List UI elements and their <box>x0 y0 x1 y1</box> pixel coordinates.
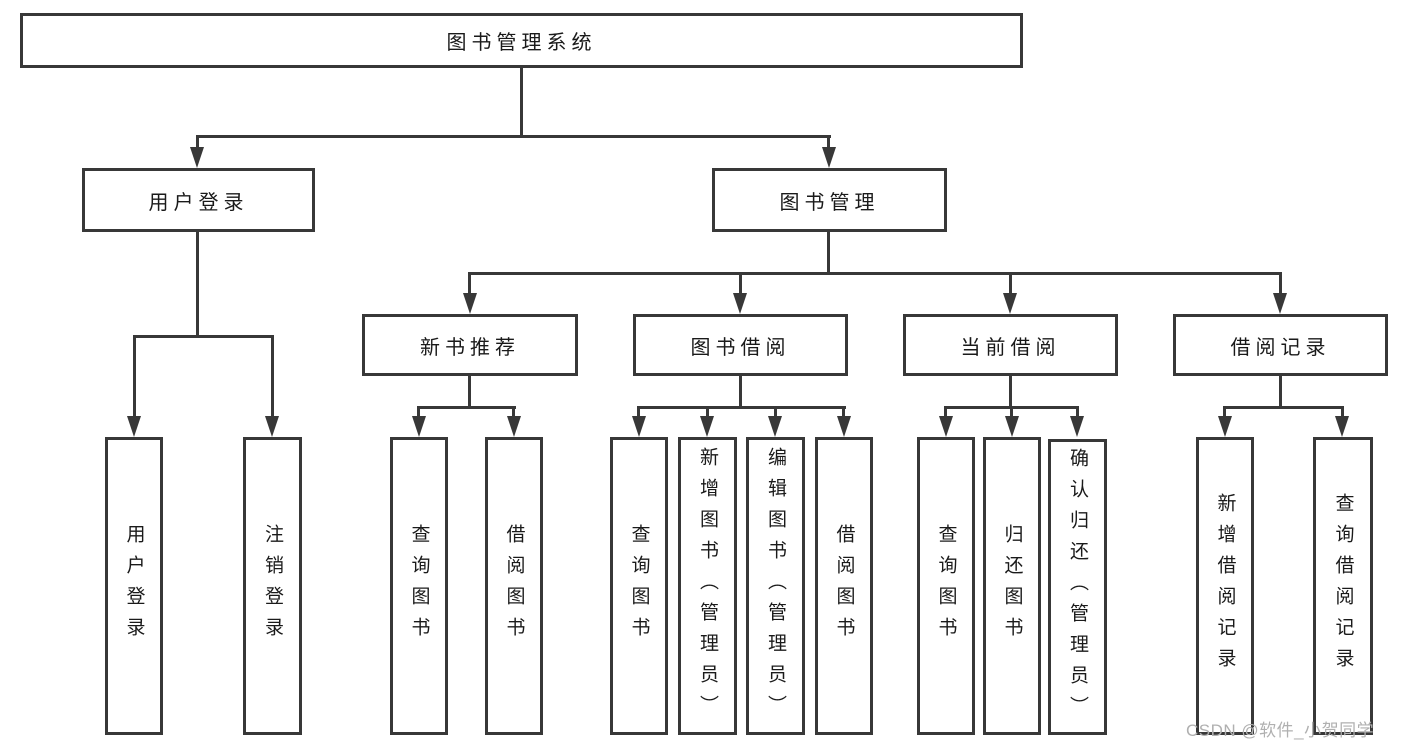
connector-vline <box>417 406 420 420</box>
leaf-current-query-book-label: 查询图书 <box>935 524 957 648</box>
connector-vline <box>1009 376 1012 406</box>
connector-vline <box>637 406 640 420</box>
arrow-down-icon <box>700 416 714 437</box>
node-user-login: 用户登录 <box>82 168 315 232</box>
leaf-borrow-borrow-book: 借阅图书 <box>815 437 873 735</box>
connector-vline <box>1010 406 1013 420</box>
leaf-recommend-query-book: 查询图书 <box>390 437 448 735</box>
leaf-current-query-book: 查询图书 <box>917 437 975 735</box>
node-new-book-recommend: 新书推荐 <box>362 314 578 376</box>
node-root-label: 图书管理系统 <box>446 32 597 54</box>
arrow-down-icon <box>1005 416 1019 437</box>
leaf-user-login: 用户登录 <box>105 437 163 735</box>
arrow-down-icon <box>837 416 851 437</box>
connector-vline <box>1076 406 1079 420</box>
connector-vline <box>512 406 515 420</box>
node-book-management-label: 图书管理 <box>779 191 880 214</box>
leaf-add-book-admin: 新增图书（管理员） <box>678 437 737 735</box>
arrow-down-icon <box>733 293 747 314</box>
connector-vline <box>468 272 471 296</box>
connector-hline <box>469 272 1282 275</box>
arrow-down-icon <box>265 416 279 437</box>
connector-vline <box>739 376 742 406</box>
connector-vline <box>706 406 709 420</box>
node-user-login-label: 用户登录 <box>148 191 249 214</box>
connector-hline <box>418 406 516 409</box>
connector-vline <box>1279 272 1282 296</box>
leaf-recommend-borrow-book: 借阅图书 <box>485 437 543 735</box>
leaf-add-borrow-record-label: 新增借阅记录 <box>1214 493 1236 679</box>
arrow-down-icon <box>1003 293 1017 314</box>
arrow-down-icon <box>127 416 141 437</box>
node-root: 图书管理系统 <box>20 13 1023 68</box>
node-book-borrow: 图书借阅 <box>633 314 848 376</box>
connector-vline <box>1279 376 1282 406</box>
leaf-confirm-return-admin-label: 确认归还（管理员） <box>1067 447 1088 727</box>
leaf-user-login-label: 用户登录 <box>123 524 145 648</box>
connector-hline <box>196 135 831 138</box>
leaf-return-book: 归还图书 <box>983 437 1041 735</box>
leaf-borrow-borrow-book-label: 借阅图书 <box>833 524 855 648</box>
connector-vline <box>520 68 523 135</box>
leaf-add-book-admin-label: 新增图书（管理员） <box>697 446 718 726</box>
connector-vline <box>196 135 199 150</box>
arrow-down-icon <box>939 416 953 437</box>
node-borrow-records: 借阅记录 <box>1173 314 1388 376</box>
leaf-edit-book-admin-label: 编辑图书（管理员） <box>765 446 786 726</box>
connector-vline <box>1341 406 1344 420</box>
leaf-borrow-query-book-label: 查询图书 <box>628 524 650 648</box>
connector-vline <box>842 406 845 420</box>
arrow-down-icon <box>1218 416 1232 437</box>
leaf-borrow-query-book: 查询图书 <box>610 437 668 735</box>
connector-vline <box>196 232 199 335</box>
leaf-query-borrow-record-label: 查询借阅记录 <box>1332 493 1354 679</box>
leaf-recommend-borrow-book-label: 借阅图书 <box>503 524 525 648</box>
connector-vline <box>827 232 830 272</box>
arrow-down-icon <box>1070 416 1084 437</box>
arrow-down-icon <box>190 147 204 168</box>
connector-vline <box>271 335 274 420</box>
connector-vline <box>944 406 947 420</box>
arrow-down-icon <box>507 416 521 437</box>
node-book-management: 图书管理 <box>712 168 947 232</box>
connector-hline <box>638 406 846 409</box>
node-current-borrow: 当前借阅 <box>903 314 1118 376</box>
node-current-borrow-label: 当前借阅 <box>960 336 1061 359</box>
leaf-return-book-label: 归还图书 <box>1001 524 1023 648</box>
connector-vline <box>774 406 777 420</box>
node-borrow-records-label: 借阅记录 <box>1230 336 1331 359</box>
arrow-down-icon <box>1273 293 1287 314</box>
arrow-down-icon <box>1335 416 1349 437</box>
arrow-down-icon <box>822 147 836 168</box>
connector-vline <box>468 376 471 406</box>
leaf-logout: 注销登录 <box>243 437 302 735</box>
connector-vline <box>739 272 742 296</box>
connector-vline <box>1009 272 1012 296</box>
leaf-recommend-query-book-label: 查询图书 <box>408 524 430 648</box>
leaf-logout-label: 注销登录 <box>262 524 283 648</box>
arrow-down-icon <box>768 416 782 437</box>
arrow-down-icon <box>632 416 646 437</box>
arrow-down-icon <box>412 416 426 437</box>
leaf-edit-book-admin: 编辑图书（管理员） <box>746 437 805 735</box>
connector-vline <box>1223 406 1226 420</box>
node-book-borrow-label: 图书借阅 <box>690 336 791 359</box>
leaf-query-borrow-record: 查询借阅记录 <box>1313 437 1373 735</box>
node-new-book-recommend-label: 新书推荐 <box>420 336 520 359</box>
connector-hline <box>1223 406 1344 409</box>
connector-hline <box>133 335 274 338</box>
connector-vline <box>827 135 830 150</box>
leaf-add-borrow-record: 新增借阅记录 <box>1196 437 1254 735</box>
watermark: CSDN @软件_小贺同学 <box>1186 721 1375 740</box>
arrow-down-icon <box>463 293 477 314</box>
leaf-confirm-return-admin: 确认归还（管理员） <box>1048 439 1107 735</box>
connector-vline <box>133 335 136 420</box>
